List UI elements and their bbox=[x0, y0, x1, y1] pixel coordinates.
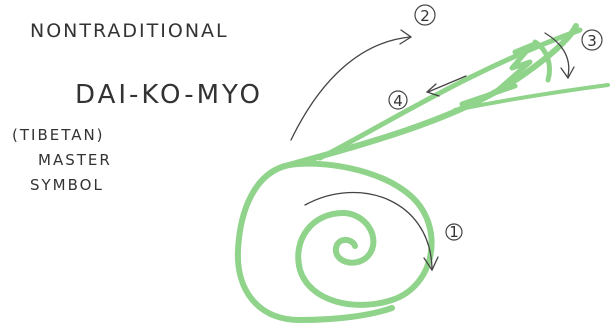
crescent-stroke bbox=[532, 39, 552, 83]
step-label: 2 bbox=[420, 7, 430, 25]
step-circle bbox=[414, 4, 436, 26]
step-label: 3 bbox=[587, 32, 597, 50]
title-line-1: NONTRADITIONAL bbox=[30, 20, 229, 42]
arrow-4-head bbox=[425, 83, 440, 97]
note-line-3: SYMBOL bbox=[30, 176, 104, 194]
step-circle bbox=[388, 90, 408, 110]
arrow-3 bbox=[544, 32, 570, 77]
step-circle bbox=[445, 223, 463, 241]
note-line-1: (TIBETAN) bbox=[12, 126, 105, 144]
step-circle bbox=[581, 29, 603, 51]
step-marker-1: 1 bbox=[445, 223, 463, 241]
title-line-2: DAI-KO-MYO bbox=[75, 80, 263, 110]
step-marker-3: 3 bbox=[581, 29, 603, 51]
arrow-3-head bbox=[560, 66, 575, 80]
arrow-1 bbox=[304, 191, 433, 269]
step-marker-4: 4 bbox=[388, 90, 408, 110]
green-symbol bbox=[234, 23, 610, 323]
right-ray-stroke bbox=[453, 83, 610, 112]
spiral-stroke bbox=[234, 160, 435, 323]
arrow-1-head bbox=[423, 256, 439, 272]
step-marker-2: 2 bbox=[414, 4, 436, 26]
arrow-2-head bbox=[399, 29, 413, 45]
step-label: 4 bbox=[393, 92, 403, 110]
zigzag-stroke bbox=[459, 42, 535, 107]
note-line-2: MASTER bbox=[38, 151, 112, 169]
arrow-2 bbox=[290, 36, 411, 141]
step-label: 1 bbox=[449, 223, 459, 241]
stroke-guides bbox=[290, 29, 575, 272]
arrow-4 bbox=[427, 75, 467, 93]
step-markers: 1 2 3 4 bbox=[388, 4, 603, 241]
